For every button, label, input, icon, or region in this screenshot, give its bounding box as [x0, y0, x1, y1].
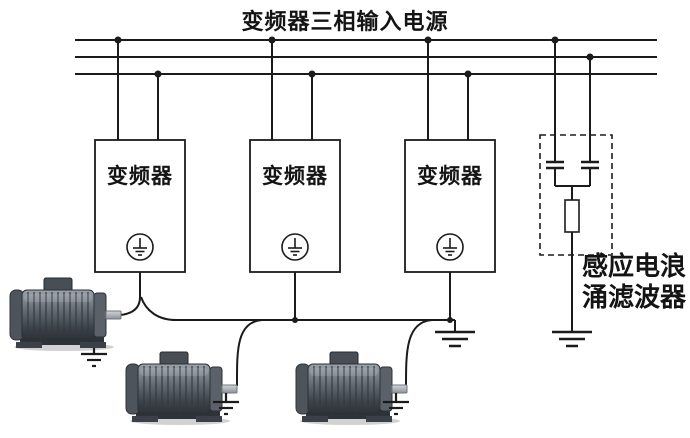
wire-to-motor3 — [405, 319, 433, 387]
pe-terminal-icon — [126, 233, 154, 261]
ground-icon — [383, 393, 409, 416]
capacitor-icon — [546, 160, 564, 170]
ground-icon — [213, 393, 239, 416]
filter-internal-wires — [554, 168, 591, 332]
junction-dots — [292, 317, 453, 323]
inverter-1-box — [94, 139, 186, 273]
motor-1-image — [9, 277, 122, 352]
wire-to-motor2 — [235, 319, 263, 387]
ground-icon — [81, 348, 107, 368]
inverter-3-label: 变频器 — [417, 164, 483, 188]
diagram-title: 变频器三相输入电源 — [241, 9, 449, 34]
filter-dashed-box — [539, 134, 613, 256]
power-bus-lines — [75, 39, 657, 75]
inverter-2-box — [249, 139, 341, 273]
wire-bus-hook — [140, 296, 177, 321]
pe-terminal-icon — [281, 233, 309, 261]
filter-label: 感应电浪 涌滤波器 — [582, 251, 688, 313]
ground-icon — [435, 330, 475, 348]
inverter-3-box — [404, 139, 496, 273]
bus-connection-dots — [114, 36, 594, 78]
pe-terminal-icons — [126, 233, 464, 261]
surge-filter — [539, 134, 613, 348]
inverter-2-label: 变频器 — [262, 164, 328, 188]
motor-2-image — [125, 351, 238, 426]
inverter-1-label: 变频器 — [107, 164, 173, 188]
filter-label-line1: 感应电浪 — [582, 252, 687, 281]
filter-label-line2: 涌滤波器 — [582, 283, 687, 312]
inverter-boxes — [94, 139, 496, 273]
motor-3-image — [295, 351, 408, 426]
pe-terminal-icon — [436, 233, 464, 261]
capacitor-icon — [581, 160, 599, 170]
bus-tap-wires — [117, 40, 591, 162]
resistor-icon — [564, 199, 580, 233]
wire-inverter1-to-motor1 — [118, 272, 141, 316]
ground-icon — [552, 330, 592, 348]
